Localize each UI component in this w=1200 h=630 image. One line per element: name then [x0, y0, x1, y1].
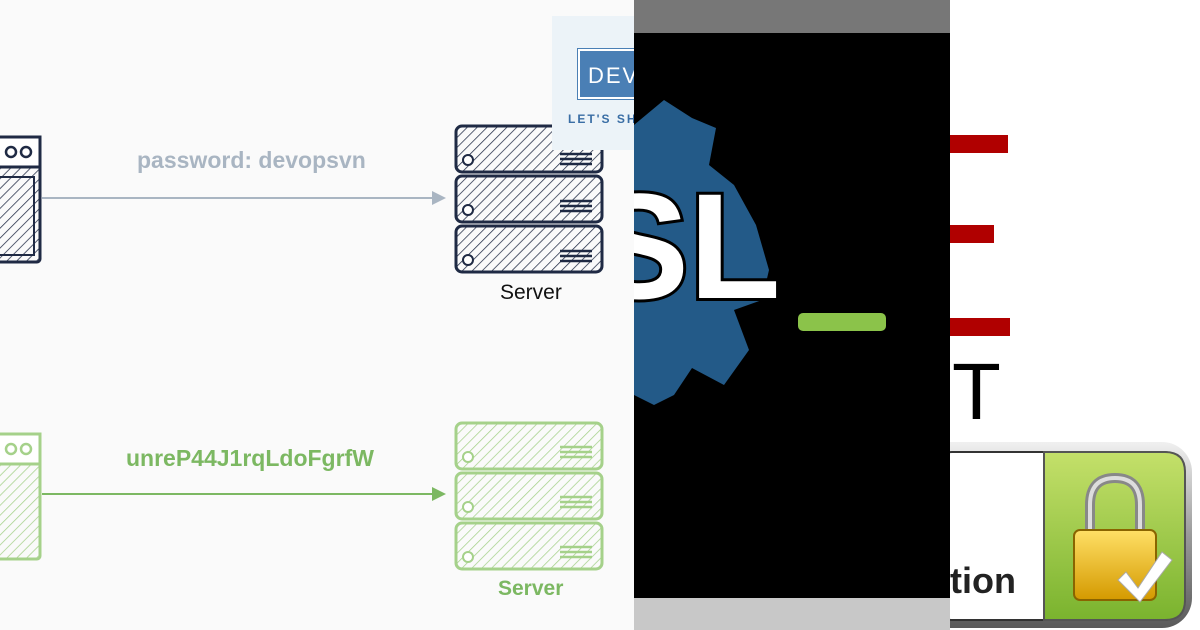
top-arrow-label: password: devopsvn — [137, 147, 366, 173]
red-bar-3 — [950, 318, 1010, 336]
bottom-arrowhead-icon — [432, 487, 446, 501]
diagram-panel: password: devopsvn Server unreP44J1rqLdo… — [0, 16, 634, 600]
gear-icon — [634, 100, 769, 405]
encryption-button — [950, 442, 1192, 628]
red-bar-2 — [950, 225, 994, 243]
ssl-logo-panel: SL — [634, 0, 950, 630]
padlock-check-icon — [1073, 472, 1173, 603]
logo-text: DEV — [577, 48, 634, 100]
top-client-icon — [0, 135, 42, 264]
big-letter: T — [952, 347, 1001, 436]
bottom-server-label: Server — [498, 577, 564, 600]
red-bar-1 — [950, 135, 1008, 153]
bottom-arrow-label: unreP44J1rqLdoFgrfW — [126, 445, 374, 471]
devops-logo: DEV LET'S SHA — [552, 16, 634, 150]
button-text: tion — [950, 560, 1016, 601]
diagram-drawing — [0, 124, 604, 571]
top-server-label: Server — [500, 281, 562, 304]
bottom-client-icon — [0, 432, 42, 561]
terminal-cursor — [798, 313, 886, 331]
encryption-panel: T tion — [950, 0, 1200, 630]
top-bar — [634, 0, 950, 33]
logo-tagline: LET'S SHA — [568, 112, 634, 126]
bottom-server-icon — [454, 421, 604, 571]
bottom-bar — [634, 598, 950, 630]
ssl-letters: SL — [634, 159, 784, 333]
top-arrowhead-icon — [432, 191, 446, 205]
ssl-logo-text: SL — [634, 162, 781, 330]
